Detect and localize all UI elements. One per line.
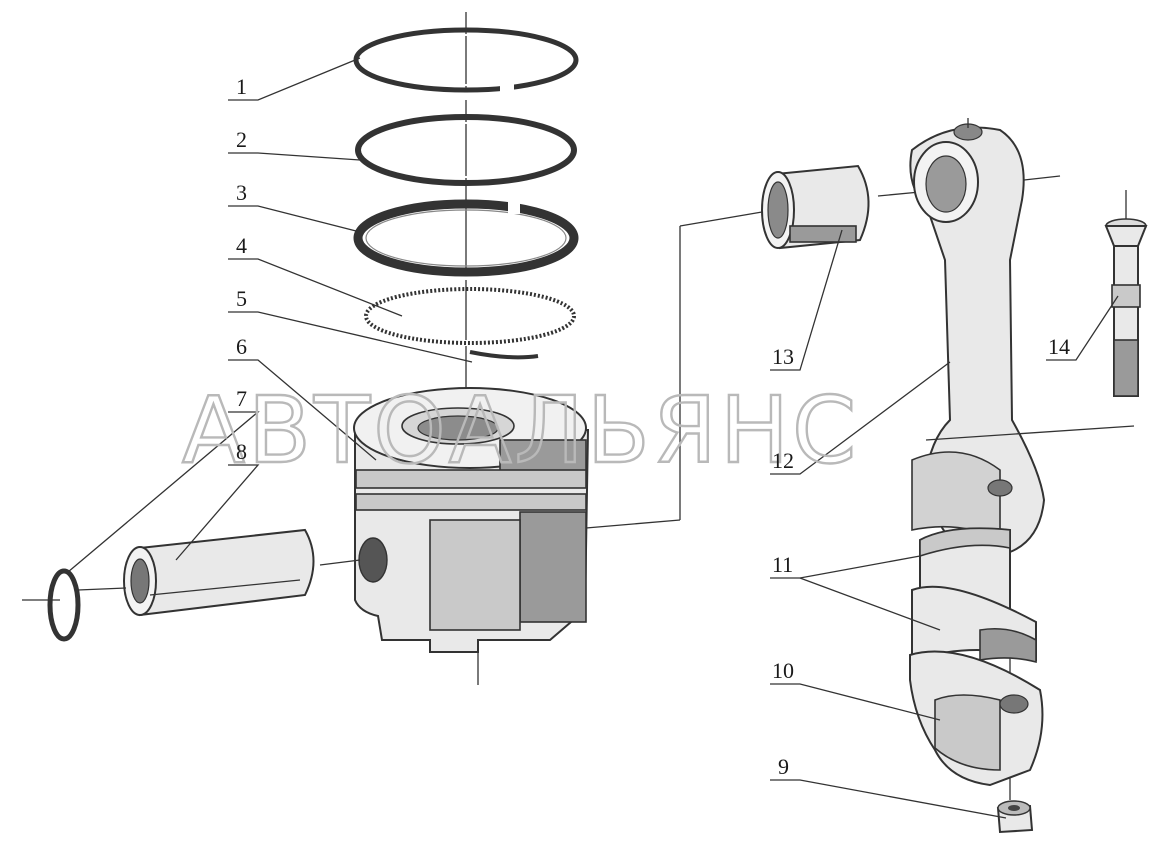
callout-9: 9 <box>778 754 789 779</box>
watermark-text: АВТОАЛЬЯНС <box>182 377 859 484</box>
callout-1: 1 <box>236 74 247 99</box>
expander-spring-4 <box>364 287 576 345</box>
callout-4: 4 <box>236 233 247 258</box>
callout-5: 5 <box>236 286 247 311</box>
callout-8: 8 <box>236 439 247 464</box>
nut-9 <box>996 800 1034 834</box>
ring-segment-5 <box>469 350 539 360</box>
piston-ring-2 <box>355 114 577 186</box>
callout-7: 7 <box>236 386 247 411</box>
piston-6 <box>353 387 681 653</box>
bolt-14 <box>1104 190 1148 397</box>
piston-pin-8 <box>77 528 361 617</box>
callout-10: 10 <box>772 658 794 683</box>
callout-labels: 1 2 3 4 5 6 7 8 9 10 11 12 13 14 <box>236 74 1070 779</box>
callout-11: 11 <box>772 552 793 577</box>
bearing-shell-11-lower <box>911 585 1037 664</box>
circlip-7 <box>22 568 81 642</box>
callout-2: 2 <box>236 127 247 152</box>
callout-6: 6 <box>236 334 247 359</box>
connecting-rod-12 <box>909 118 1135 800</box>
piston-ring-3 <box>353 199 579 277</box>
callout-14: 14 <box>1048 334 1070 359</box>
rod-cap-10 <box>909 650 1044 787</box>
callout-3: 3 <box>236 180 247 205</box>
callout-13: 13 <box>772 344 794 369</box>
leader-lines <box>67 57 1119 819</box>
callout-12: 12 <box>772 448 794 473</box>
